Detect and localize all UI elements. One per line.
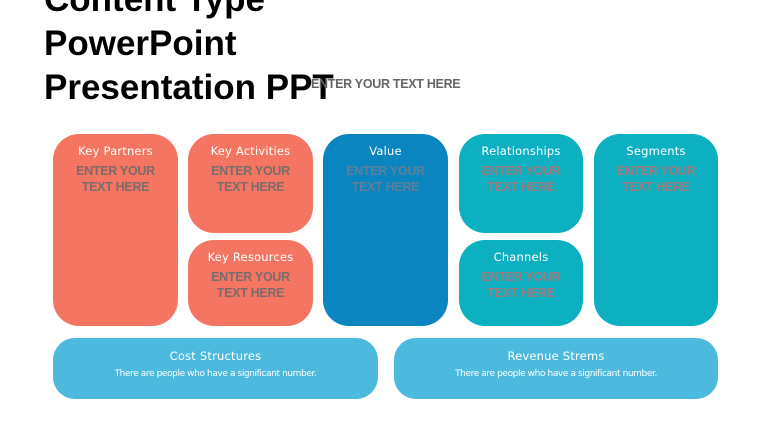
box-text-line: TEXT HERE [487,180,555,194]
title-line: Content Type [44,0,334,22]
box-label: Key Activities [210,144,291,158]
key-partners-box: Key Partners ENTER YOUR TEXT HERE [53,134,178,326]
box-text-line: ENTER YOUR [481,270,561,284]
box-label: Value [369,144,402,158]
box-label: Channels [493,250,549,264]
box-label: Key Partners [78,144,153,158]
box-label: Cost Structures [169,349,262,363]
box-text-line: TEXT HERE [81,180,150,194]
box-text-line: ENTER YOUR [346,164,425,178]
box-text: ENTER YOUR TEXT HERE [594,163,718,195]
box-description: There are people who have a significant … [114,369,317,379]
box-label: Key Resources [207,250,294,264]
channels-box: Channels ENTER YOUR TEXT HERE [459,240,583,326]
box-text-line: TEXT HERE [351,180,420,194]
value-box: Value ENTER YOUR TEXT HERE [323,134,448,326]
box-label: Relationships [481,144,561,158]
key-resources-box: Key Resources ENTER YOUR TEXT HERE [188,240,313,326]
box-text-line: TEXT HERE [622,180,690,194]
key-activities-box: Key Activities ENTER YOUR TEXT HERE [188,134,313,233]
box-text-line: TEXT HERE [487,286,555,300]
segments-box: Segments ENTER YOUR TEXT HERE [594,134,718,326]
box-text-line: TEXT HERE [216,286,285,300]
box-text: ENTER YOUR TEXT HERE [459,269,583,301]
box-text: ENTER YOUR TEXT HERE [188,269,313,301]
title-line: Presentation PPT [44,68,334,107]
box-text: ENTER YOUR TEXT HERE [459,163,583,195]
cost-structures-box: Cost Structures There are people who hav… [53,338,378,399]
relationships-box: Relationships ENTER YOUR TEXT HERE [459,134,583,233]
slide-title: Content Type PowerPoint Presentation PPT [44,0,334,110]
revenue-streams-box: Revenue Strems There are people who have… [394,338,718,399]
box-text-line: ENTER YOUR [616,164,696,178]
box-text-line: ENTER YOUR [481,164,561,178]
box-text: ENTER YOUR TEXT HERE [323,163,448,195]
box-text: ENTER YOUR TEXT HERE [188,163,313,195]
box-text: ENTER YOUR TEXT HERE [53,163,178,195]
box-label: Segments [626,144,686,158]
subtitle: ENTER YOUR TEXT HERE [311,77,461,91]
box-text-line: ENTER YOUR [211,164,290,178]
box-text-line: ENTER YOUR [211,270,290,284]
title-line: PowerPoint [44,24,237,63]
box-text-line: ENTER YOUR [76,164,155,178]
box-description: There are people who have a significant … [455,369,657,379]
box-label: Revenue Strems [507,349,605,363]
box-text-line: TEXT HERE [216,180,285,194]
